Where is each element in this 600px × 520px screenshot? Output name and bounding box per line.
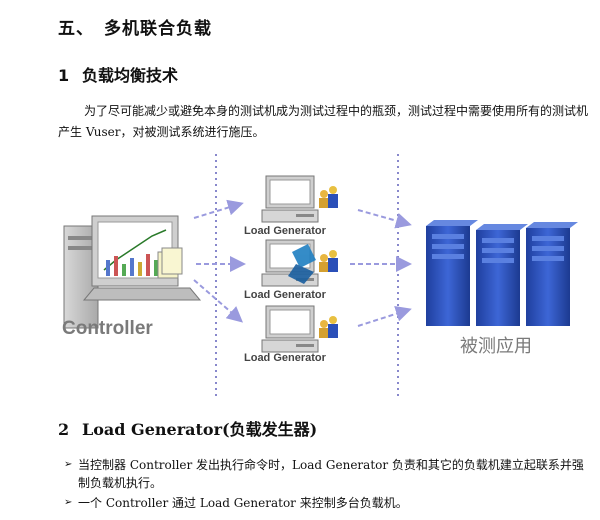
chapter-number: 五、 xyxy=(58,19,94,39)
controller-label: Controller xyxy=(62,318,153,339)
arrow-line xyxy=(193,279,244,323)
section-heading-2: 2 Load Generator(负载发生器) xyxy=(58,416,317,440)
section-heading-1: 1 负载均衡技术 xyxy=(58,62,178,86)
intro-paragraph: 为了尽可能减少或避免本身的测试机成为测试过程中的瓶颈，测试过程中需要使用所有的测… xyxy=(58,104,589,139)
users-icon xyxy=(319,186,338,208)
load-generator-label: Load Generator xyxy=(244,289,327,301)
arrow-line xyxy=(193,199,244,219)
arrow-bullet-icon: ➢ xyxy=(64,459,73,470)
server-icon xyxy=(526,222,578,326)
list-item-text: 当控制器 Controller 发出执行命令时，Load Generator 负… xyxy=(78,458,584,490)
server-icon xyxy=(476,224,528,326)
arrow-line xyxy=(357,209,412,229)
arrow-line xyxy=(357,306,412,327)
load-generator-computer-icon xyxy=(261,305,319,353)
load-balancing-diagram: Controller Load Generator xyxy=(62,154,578,396)
server-icon xyxy=(426,220,478,326)
load-generator-label: Load Generator xyxy=(244,225,327,237)
chapter-heading: 五、多机联合负载 xyxy=(58,14,212,39)
controller-computer-icon xyxy=(63,215,202,329)
watermark-logo-icon xyxy=(288,244,316,284)
users-icon xyxy=(319,250,338,272)
chapter-title: 多机联合负载 xyxy=(104,19,212,39)
bullet-list: ➢ 当控制器 Controller 发出执行命令时，Load Generator… xyxy=(64,456,594,514)
users-icon xyxy=(319,316,338,338)
section-title: Load Generator(负载发生器) xyxy=(82,420,318,439)
section-title: 负载均衡技术 xyxy=(82,66,179,85)
list-item: ➢ 当控制器 Controller 发出执行命令时，Load Generator… xyxy=(64,456,594,492)
section-number: 1 xyxy=(58,66,70,85)
list-item-text: 一个 Controller 通过 Load Generator 来控制多台负载机… xyxy=(78,496,408,510)
arrow-bullet-icon: ➢ xyxy=(64,497,73,508)
list-item: ➢ 一个 Controller 通过 Load Generator 来控制多台负… xyxy=(64,494,594,512)
target-system-label: 被测应用 xyxy=(460,336,532,357)
load-generator-computer-icon xyxy=(261,175,319,223)
load-generator-label: Load Generator xyxy=(244,352,327,364)
section-number: 2 xyxy=(58,420,70,439)
